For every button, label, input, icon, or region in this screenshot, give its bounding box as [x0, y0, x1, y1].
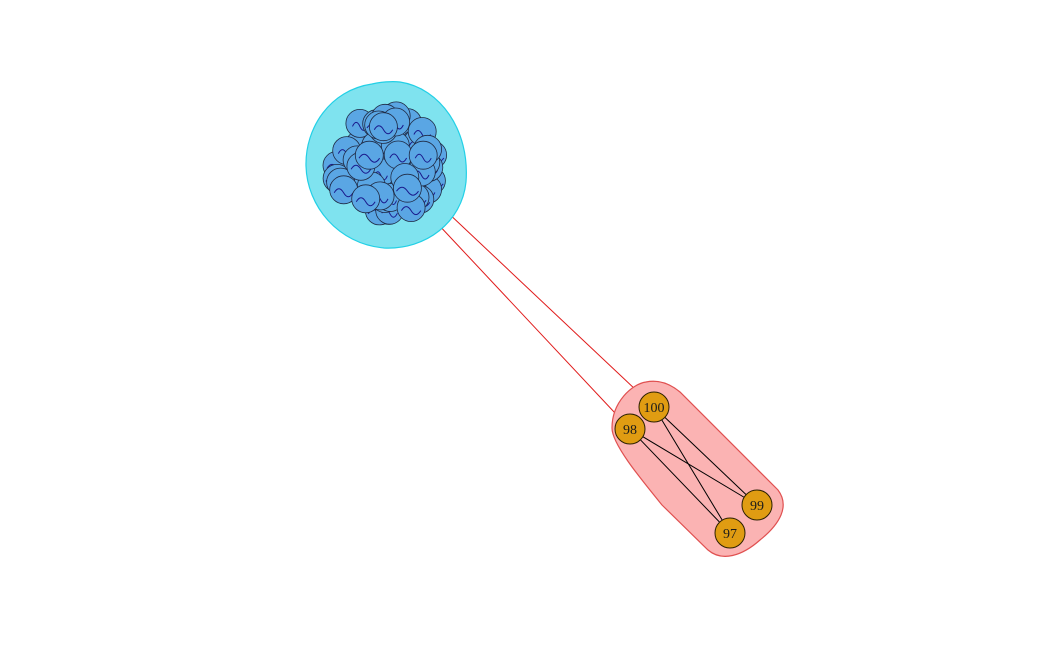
- cluster-b-edges: [629, 406, 758, 534]
- cluster-b-hull: [611, 380, 784, 557]
- cluster-a-node: [392, 173, 422, 203]
- cluster-b-nodes: 100 98 99 97: [614, 391, 773, 549]
- node-99: 99: [741, 489, 773, 521]
- inter-cluster-edges: [435, 209, 655, 430]
- edge-98-97: [629, 428, 731, 534]
- node-100: 100: [638, 391, 670, 423]
- edge-100-99: [653, 406, 758, 506]
- node-98: 98: [614, 413, 646, 445]
- cluster-a: [305, 81, 467, 249]
- cluster-a-node: [383, 140, 413, 170]
- cluster-b: 100 98 99 97: [611, 380, 784, 557]
- node-97: 97: [714, 517, 746, 549]
- edge-100-97: [653, 406, 731, 534]
- cluster-a-node: [408, 140, 438, 170]
- edge-98-99: [629, 428, 758, 506]
- node-99-label: 99: [750, 499, 764, 514]
- cluster-a-node: [354, 140, 384, 170]
- cluster-a-nodes: [322, 101, 448, 226]
- node-97-label: 97: [723, 527, 737, 542]
- node-98-label: 98: [623, 423, 637, 438]
- node-100-label: 100: [644, 401, 665, 416]
- cluster-a-node: [351, 184, 381, 214]
- inter-edge-2: [435, 221, 631, 430]
- cluster-a-node: [368, 112, 398, 142]
- inter-edge-1: [444, 209, 655, 408]
